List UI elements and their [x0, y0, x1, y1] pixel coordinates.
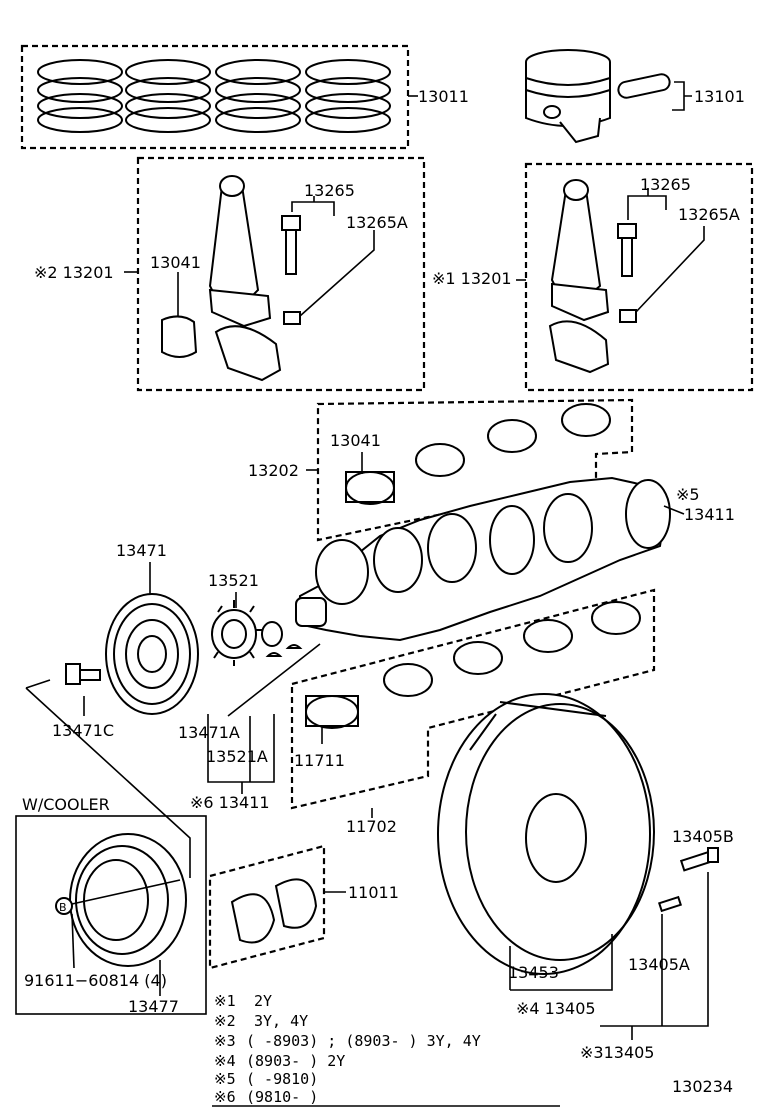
label-13265a-right: 13265A: [678, 205, 740, 224]
label-13405-note3: ※313405: [580, 1043, 654, 1062]
label-11711: 11711: [294, 751, 345, 770]
note-3-mark: ※3: [214, 1032, 236, 1050]
flywheel-icon: [437, 693, 655, 991]
connecting-rod-assy-right: [516, 162, 754, 392]
label-13405a: 13405A: [628, 955, 690, 974]
label-13202: 13202: [248, 461, 299, 480]
connecting-rod-assy-left: [124, 156, 426, 392]
notes-block: ※1 2Y ※2 3Y, 4Y ※3 ( -8903) ; (8903- ) 3…: [212, 992, 560, 1107]
label-13041-left: 13041: [150, 253, 201, 272]
label-13041-mid: 13041: [330, 431, 381, 450]
crank-pulley-icon: [105, 562, 199, 715]
label-13411: 13411: [684, 505, 735, 524]
label-13265-left: 13265: [304, 181, 355, 200]
note-6-text: (9810- ): [246, 1088, 318, 1106]
piston-ring-set: [20, 44, 418, 150]
label-13101: 13101: [694, 87, 745, 106]
note-3-text: ( -8903) ; (8903- ) 3Y, 4Y: [246, 1032, 481, 1050]
label-13471a: 13471A: [178, 723, 240, 742]
cooler-pulley-box: [15, 679, 207, 1015]
thrust-washer-set: [208, 844, 346, 970]
label-13265a-left: 13265A: [346, 213, 408, 232]
piston-icon: [525, 49, 692, 144]
circle-b-label: B: [59, 901, 67, 914]
label-13411-note6: ※6 13411: [190, 793, 270, 812]
note-4-mark: ※4: [214, 1052, 236, 1070]
label-13201-right: ※1 13201: [432, 269, 512, 288]
label-13471: 13471: [116, 541, 167, 560]
label-13405-note4: ※4 13405: [516, 999, 596, 1018]
pulley-bolt-icon: [65, 663, 101, 716]
label-13265-right: 13265: [640, 175, 691, 194]
label-13011: 13011: [418, 87, 469, 106]
label-13405b: 13405B: [672, 827, 734, 846]
label-13453: 13453: [508, 963, 559, 982]
label-91611: 91611−60814 (4): [24, 971, 167, 990]
note-2-mark: ※2: [214, 1012, 236, 1030]
wcooler-label: W/COOLER: [22, 795, 110, 814]
note-1-mark: ※1: [214, 992, 236, 1010]
note-1-text: 2Y: [254, 992, 272, 1010]
label-13201-left: ※2 13201: [34, 263, 114, 282]
label-13521: 13521: [208, 571, 259, 590]
crankshaft-icon: [295, 476, 685, 642]
label-11702: 11702: [346, 817, 397, 836]
label-13471c: 13471C: [52, 721, 114, 740]
label-13411-note5: ※5: [676, 485, 700, 504]
rod-bearing-set: [306, 398, 634, 542]
flywheel-bolt-icon: [600, 847, 719, 1040]
note-2-text: 3Y, 4Y: [254, 1012, 308, 1030]
label-13521a: 13521A: [206, 747, 268, 766]
crank-gear-icon: [211, 592, 303, 666]
note-5-text: ( -9810): [246, 1070, 318, 1088]
note-5-mark: ※5: [214, 1070, 236, 1088]
note-6-mark: ※6: [214, 1088, 236, 1106]
note-4-text: (8903- ) 2Y: [246, 1052, 345, 1070]
figure-number: 130234: [672, 1077, 733, 1096]
label-13477: 13477: [128, 997, 179, 1016]
main-bearing-set: [290, 588, 656, 818]
label-11011: 11011: [348, 883, 399, 902]
